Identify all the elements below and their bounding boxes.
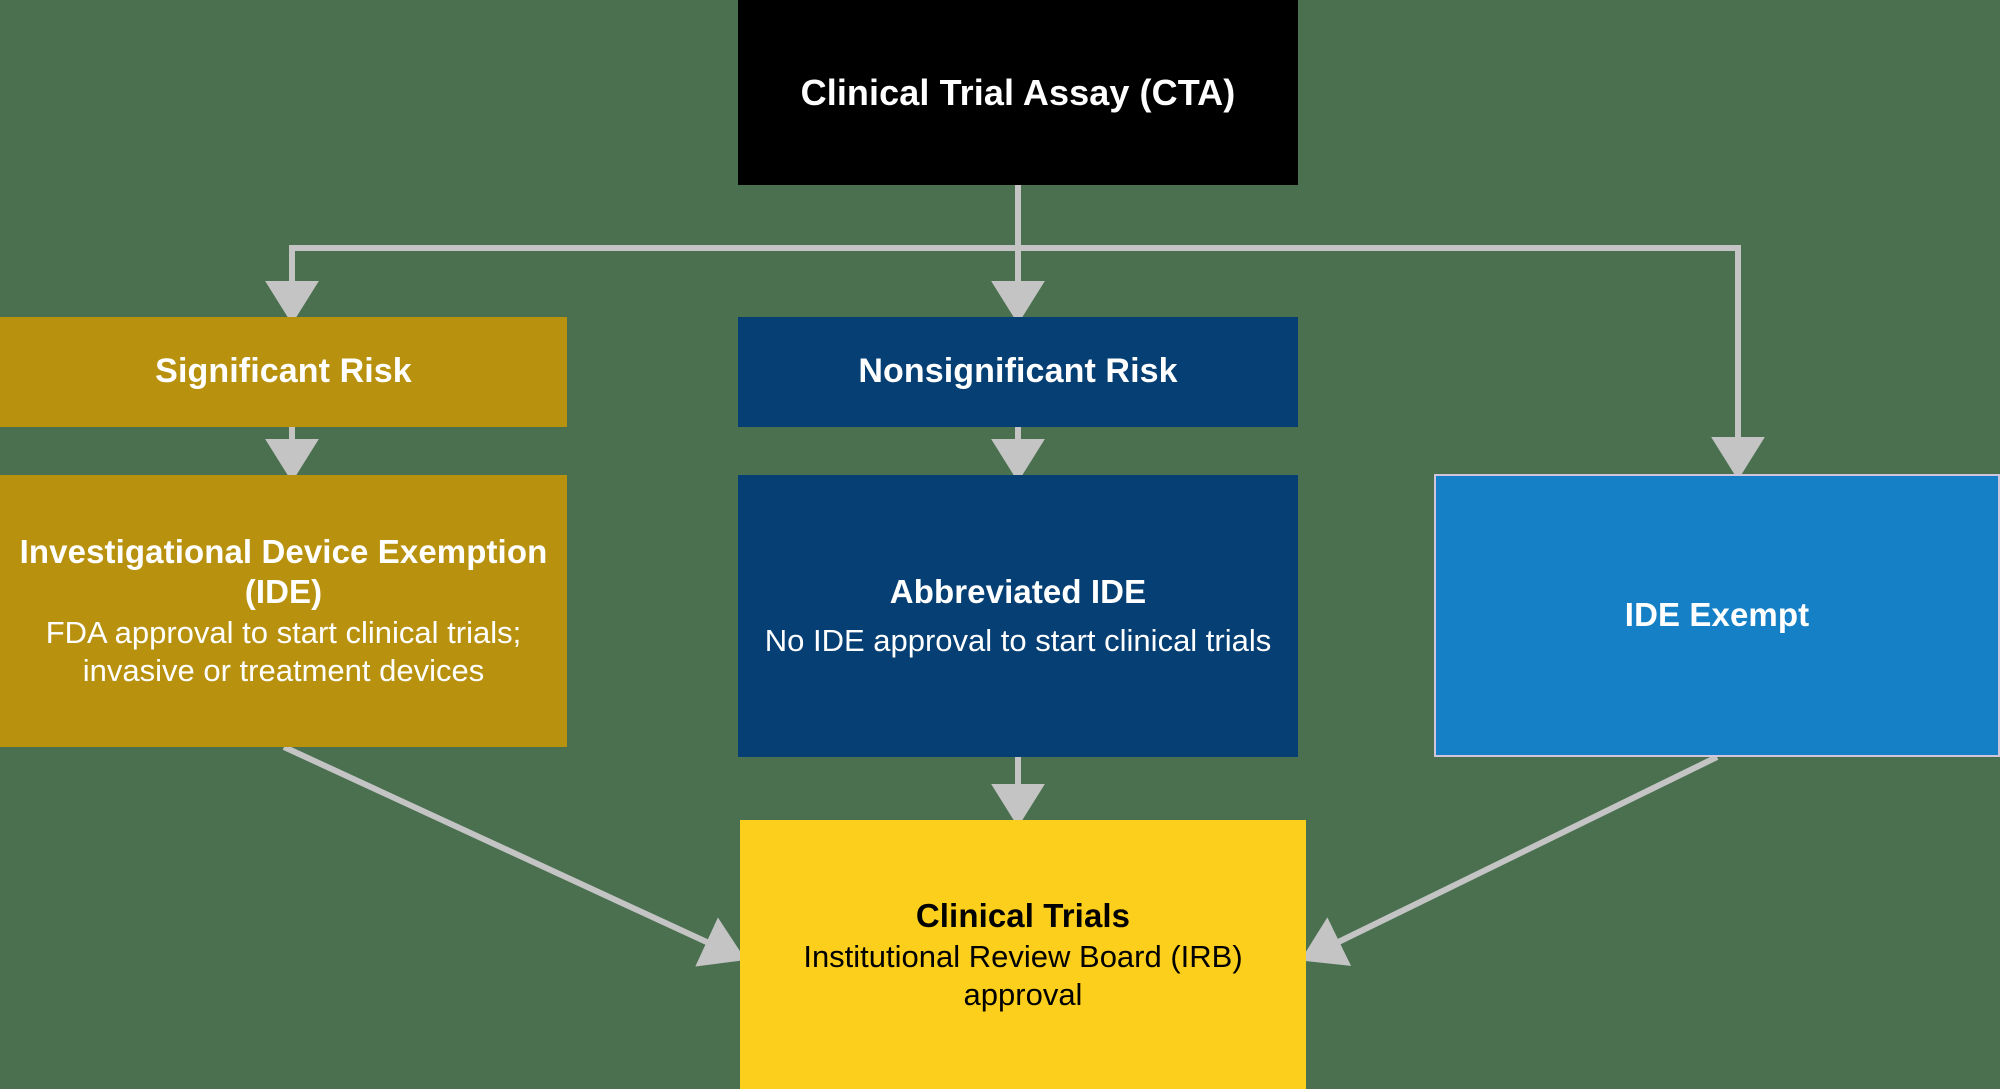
node-ide-exempt[interactable]: IDE Exempt xyxy=(1434,474,2000,757)
node-clinical-trial-assay[interactable]: Clinical Trial Assay (CTA) xyxy=(738,0,1298,185)
node-title: Abbreviated IDE xyxy=(889,572,1147,610)
node-title: Investigational Device Exemption (IDE) xyxy=(19,532,548,611)
node-title: Clinical Trials xyxy=(915,896,1131,934)
node-title: Clinical Trial Assay (CTA) xyxy=(800,71,1236,113)
edge-ide-to-clinical-trials xyxy=(282,744,746,967)
node-investigational-device-exemption[interactable]: Investigational Device Exemption (IDE) F… xyxy=(0,475,567,747)
node-clinical-trials[interactable]: Clinical Trials Institutional Review Boa… xyxy=(740,820,1306,1089)
node-body: FDA approval to start clinical trials; i… xyxy=(45,615,522,689)
node-significant-risk[interactable]: Significant Risk xyxy=(0,317,567,427)
node-abbreviated-ide[interactable]: Abbreviated IDE No IDE approval to start… xyxy=(738,475,1298,757)
node-title: IDE Exempt xyxy=(1624,596,1810,634)
node-nonsignificant-risk[interactable]: Nonsignificant Risk xyxy=(738,317,1298,427)
node-body: No IDE approval to start clinical trials xyxy=(764,623,1272,659)
node-title: Significant Risk xyxy=(155,352,412,391)
edge-cta-to-significant-risk xyxy=(265,185,1021,324)
edge-ide-exempt-to-clinical-trials xyxy=(1300,754,1719,966)
node-body: Institutional Review Board (IRB) approva… xyxy=(803,938,1243,1012)
node-title: Nonsignificant Risk xyxy=(858,352,1178,391)
